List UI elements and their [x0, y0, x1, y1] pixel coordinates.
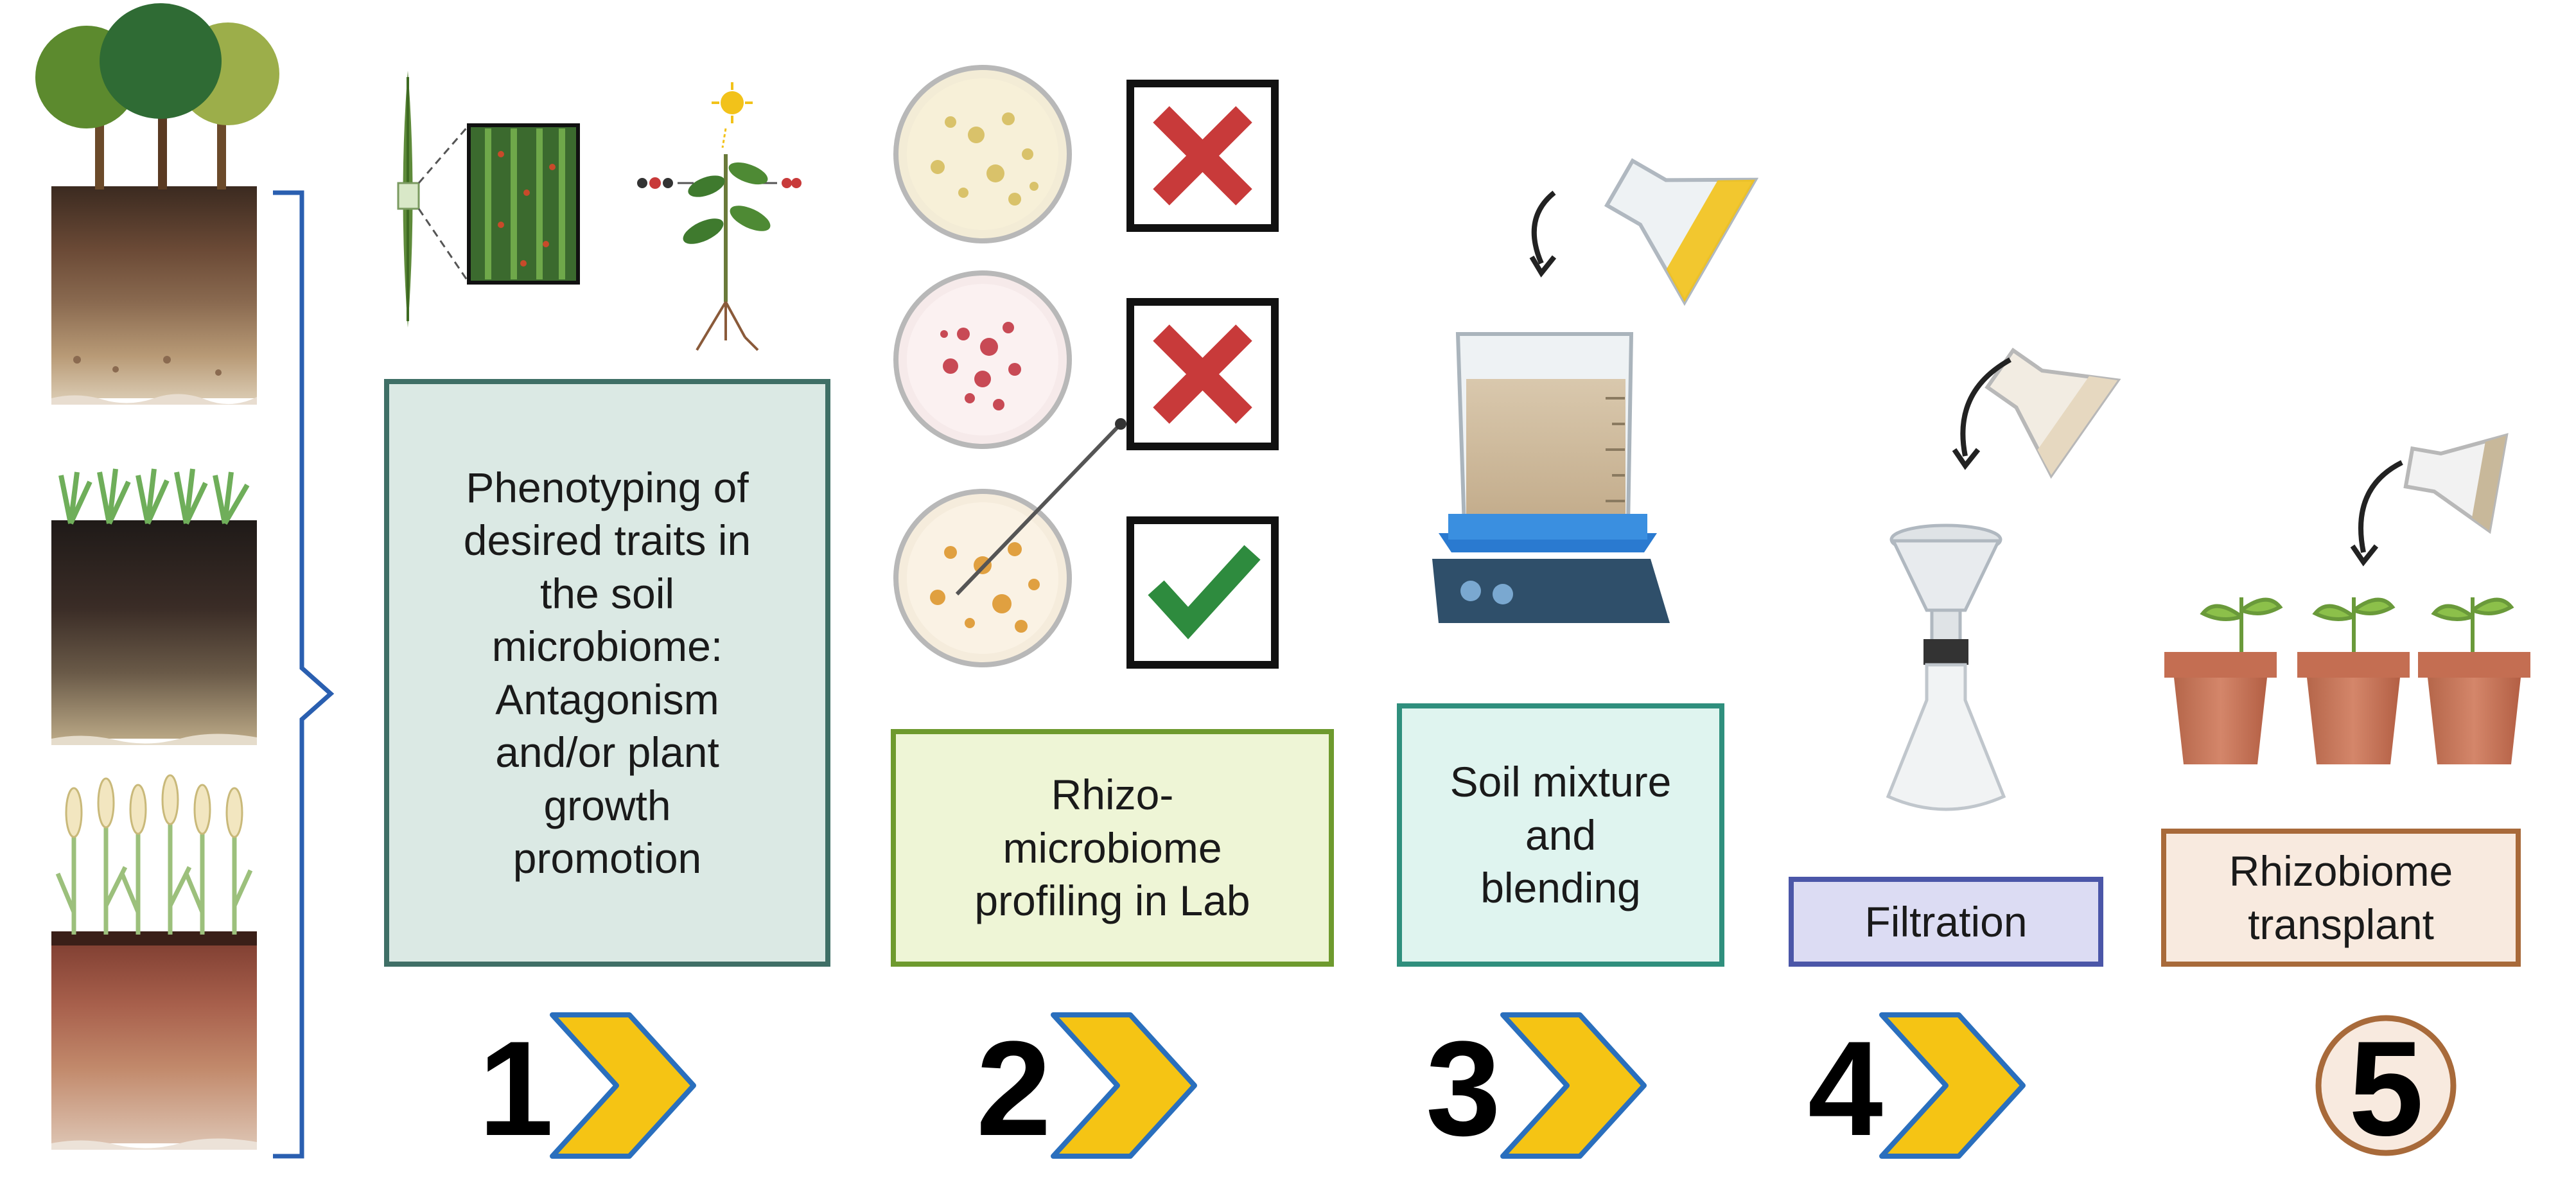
pot-seedling-icon: [2297, 597, 2410, 764]
step5-number: 5: [2349, 1013, 2424, 1164]
reject-icon: [1126, 80, 1279, 232]
pot-seedling-icon: [2418, 597, 2530, 764]
grass-soil-icon: [51, 468, 257, 745]
step1-box: Phenotyping of desired traits in the soi…: [384, 379, 830, 967]
step1-chevron-icon: [550, 1012, 696, 1159]
step3-number: 3: [1426, 1013, 1501, 1164]
step1-number: 1: [478, 1013, 554, 1164]
bracket: [273, 190, 335, 1159]
step4-label: Filtration: [1864, 897, 2028, 945]
flask-icon: [1529, 158, 1759, 306]
petri-dish-icon: [893, 65, 1072, 243]
step2-chevron-icon: [1051, 1012, 1197, 1159]
leaf-microscopy-icon: [397, 71, 580, 328]
step5-circle-icon: [2315, 1015, 2457, 1156]
funnel-filtration-icon: [1886, 523, 2006, 811]
flask-icon: [1952, 347, 2121, 479]
step3-label: Soil mixture and blending: [1450, 758, 1672, 912]
petri-dish-icon: [893, 418, 1126, 667]
accept-icon: [1126, 516, 1279, 669]
wheat-soil-icon: [51, 774, 257, 1150]
step2-number: 2: [976, 1013, 1051, 1164]
step5-box: Rhizobiome transplant: [2161, 829, 2521, 967]
plant-photosynthesis-icon: [637, 82, 802, 351]
petri-dish-icon: [893, 270, 1072, 449]
step2-box: Rhizo- microbiome profiling in Lab: [891, 729, 1334, 967]
forest-soil-icon: [35, 3, 279, 405]
flask-icon: [2350, 433, 2509, 567]
step2-label: Rhizo- microbiome profiling in Lab: [974, 771, 1250, 925]
step4-box: Filtration: [1789, 877, 2103, 967]
beaker-on-stirrer-icon: [1432, 332, 1670, 623]
step4-number: 4: [1808, 1013, 1883, 1164]
step3-chevron-icon: [1500, 1012, 1647, 1159]
reject-icon: [1126, 298, 1279, 450]
step4-chevron-icon: [1879, 1012, 2026, 1159]
step3-box: Soil mixture and blending: [1397, 703, 1724, 967]
step5-label: Rhizobiome transplant: [2229, 847, 2453, 948]
step1-label: Phenotyping of desired traits in the soi…: [463, 463, 751, 883]
pot-seedling-icon: [2164, 597, 2283, 764]
